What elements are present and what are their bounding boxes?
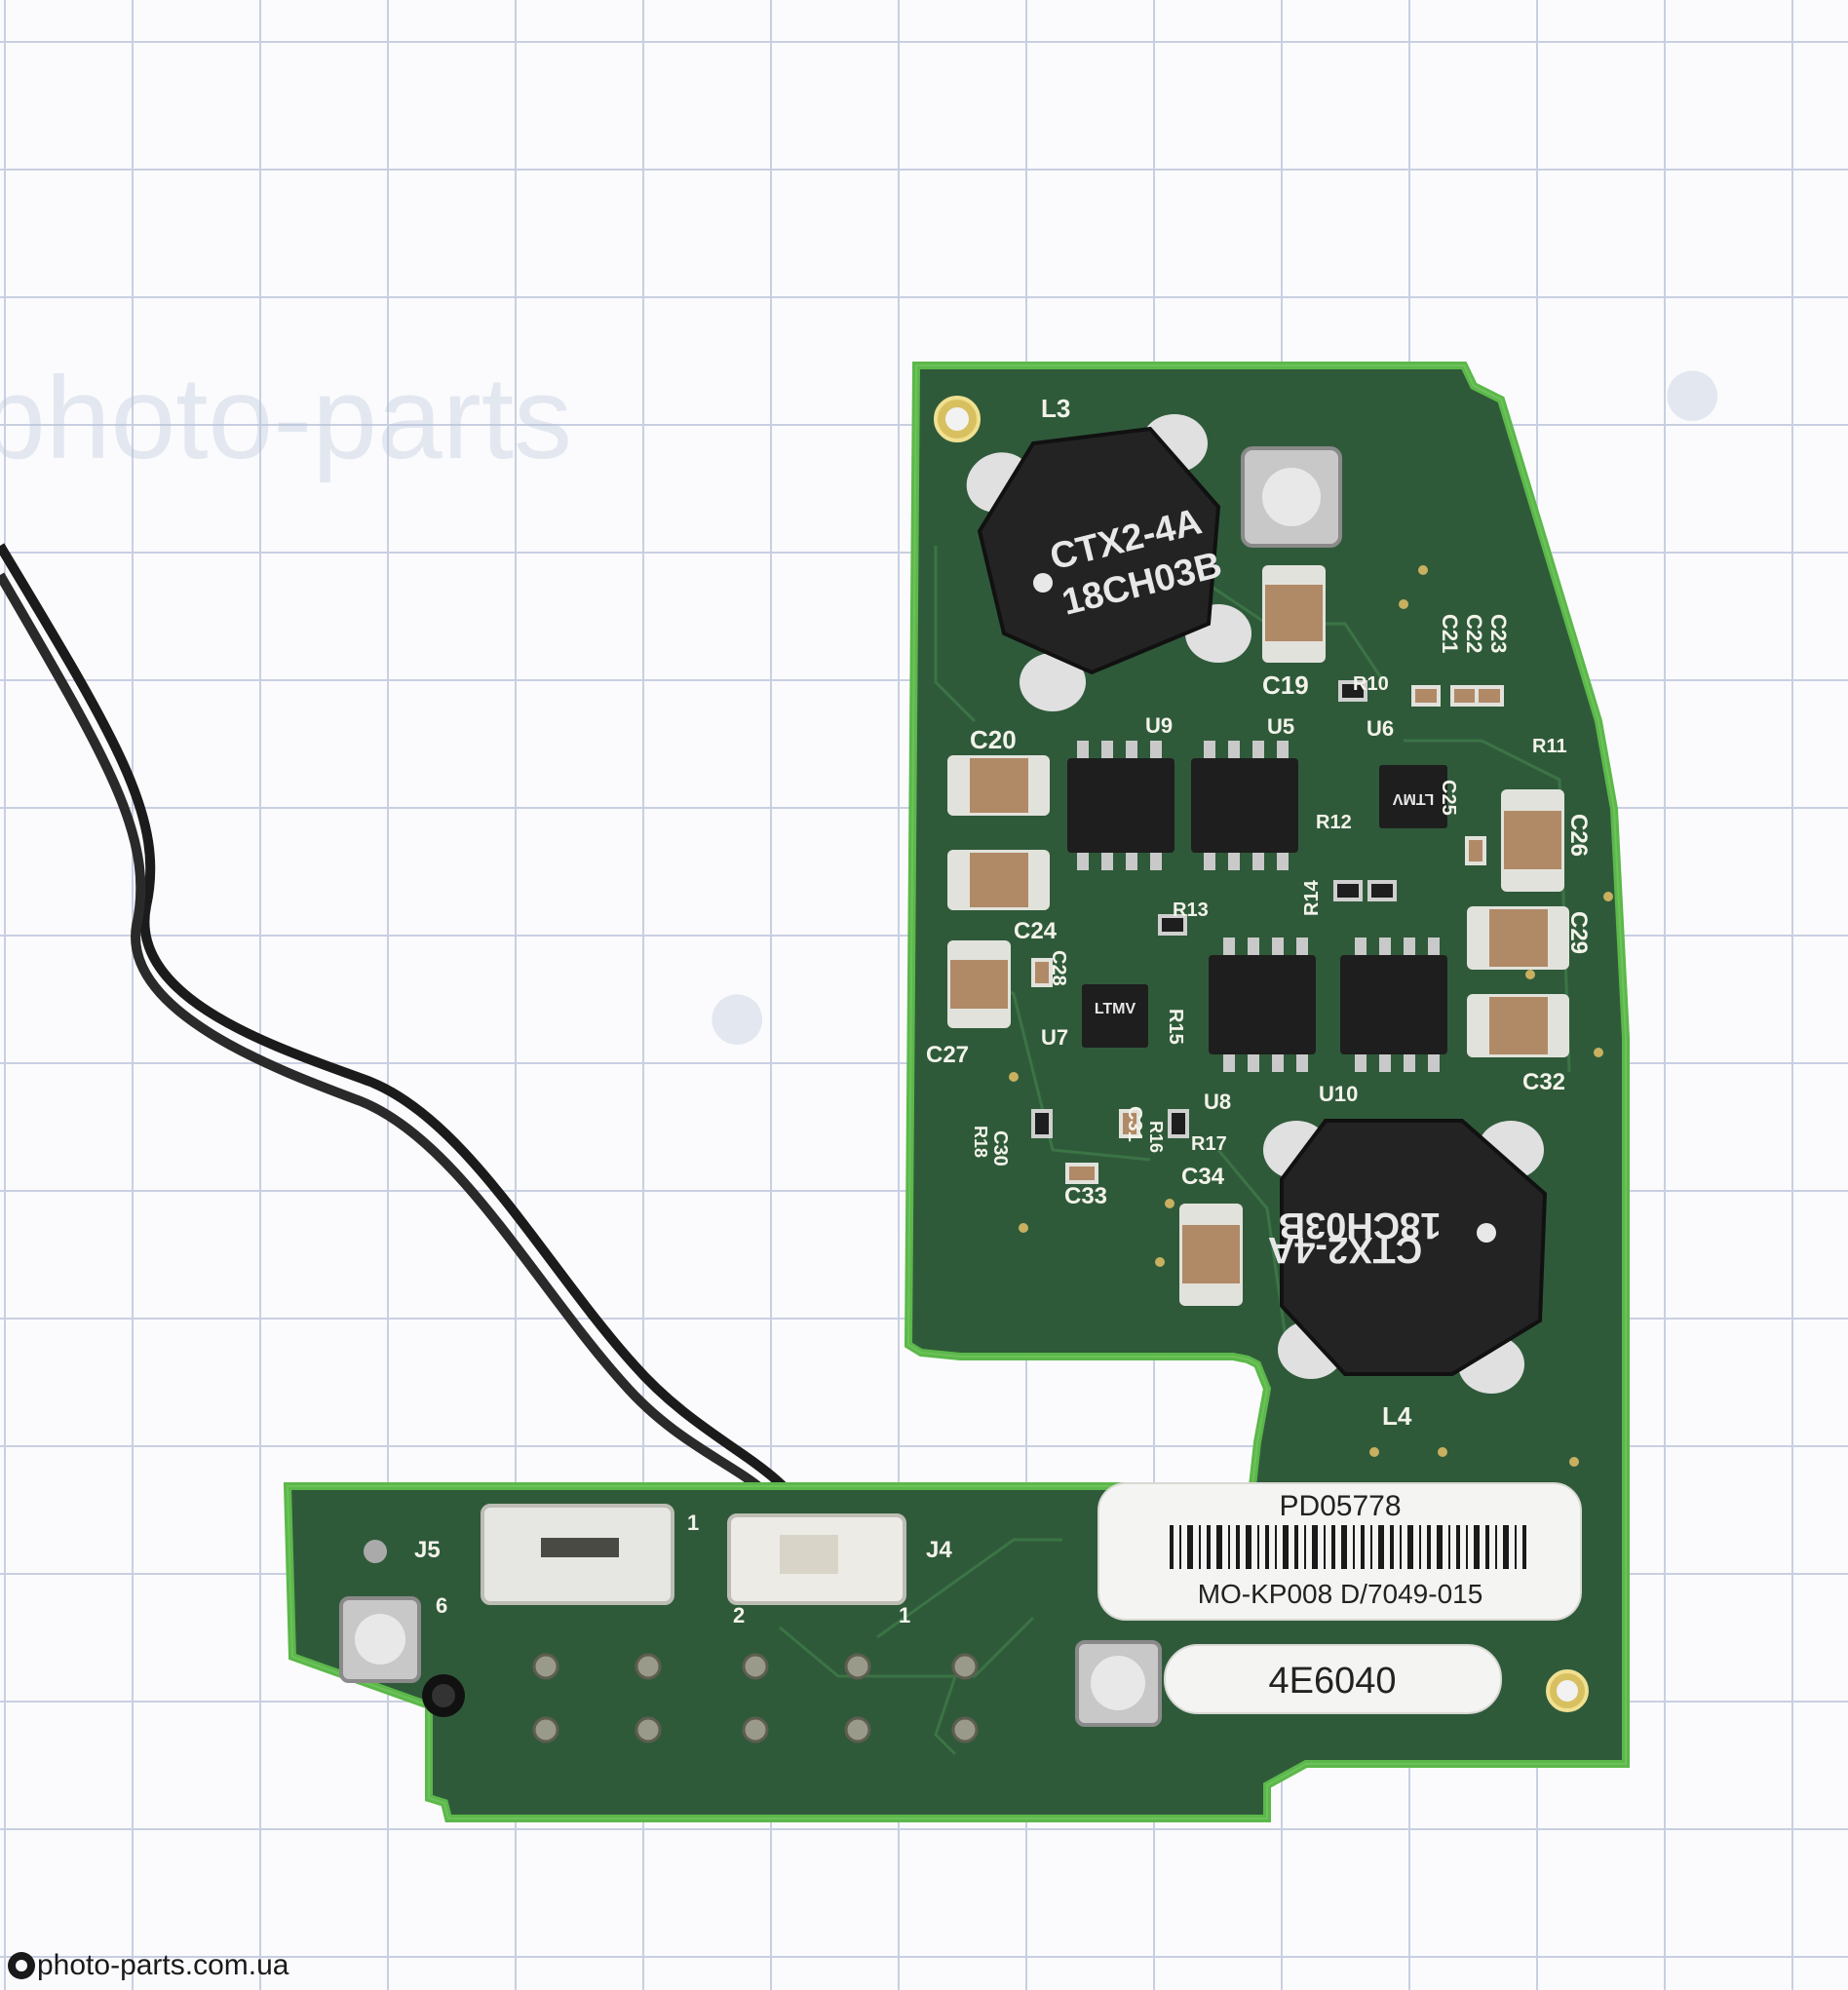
- ref-r13: R13: [1173, 899, 1209, 921]
- ref-c31: C31: [1124, 1106, 1145, 1142]
- ref-r11: R11: [1532, 736, 1567, 757]
- ref-j5: J5: [414, 1537, 441, 1563]
- site-logo-icon: [8, 1952, 35, 1979]
- ref-c24: C24: [1014, 918, 1058, 944]
- ref-c21: C21: [1438, 614, 1462, 653]
- ref-c22: C22: [1462, 614, 1486, 653]
- ic-u10: [1340, 955, 1447, 1054]
- watermark-text: photo-parts: [0, 353, 573, 483]
- ref-r10: R10: [1353, 673, 1389, 695]
- ic-u7-marking: LTMV: [1095, 1001, 1136, 1017]
- ref-j5-pin6: 6: [436, 1593, 447, 1618]
- ref-u8: U8: [1204, 1090, 1231, 1114]
- ref-c32: C32: [1522, 1069, 1565, 1095]
- ref-c30: C30: [989, 1130, 1011, 1167]
- serial-number: 4E6040: [1268, 1661, 1396, 1702]
- ref-j4-pin2: 2: [733, 1603, 745, 1627]
- ref-c25: C25: [1438, 780, 1459, 816]
- ic-u7: [1082, 984, 1148, 1048]
- ref-u7: U7: [1041, 1025, 1068, 1050]
- ref-c29: C29: [1565, 911, 1592, 954]
- ref-r14: R14: [1301, 879, 1323, 916]
- ref-r16: R16: [1146, 1121, 1166, 1153]
- pcb-board: [283, 362, 1630, 1822]
- silkscreen-labels: L3 L4 C19 C20 C21 C22 C23 C24 C25 C26 C2…: [414, 394, 1592, 1627]
- inductor-l4-text-2: 18CH03B: [1279, 1205, 1442, 1245]
- ref-c28: C28: [1048, 950, 1069, 986]
- ic-u6: [1379, 765, 1447, 828]
- inductor-l3: CTX2-4A 18CH03B: [966, 414, 1251, 711]
- ref-c19: C19: [1262, 670, 1309, 700]
- watermark-logo-center: ●: [702, 947, 773, 1078]
- inductor-l4-text-1: CTX2-4A: [1268, 1229, 1422, 1270]
- ref-j4: J4: [926, 1537, 952, 1563]
- ref-c23: C23: [1486, 614, 1511, 653]
- ref-l3: L3: [1041, 394, 1070, 423]
- ic-u9: [1067, 758, 1174, 853]
- ref-c34: C34: [1181, 1164, 1225, 1190]
- inductor-l4: CTX2-4A 18CH03B: [1263, 1119, 1548, 1394]
- ref-u5: U5: [1267, 714, 1294, 739]
- ref-c27: C27: [926, 1042, 969, 1068]
- ref-c33: C33: [1064, 1183, 1107, 1209]
- ref-r17: R17: [1191, 1133, 1227, 1155]
- ref-r12: R12: [1316, 812, 1352, 833]
- barcode: [1170, 1525, 1526, 1569]
- capacitors: [947, 565, 1569, 1306]
- ref-u6: U6: [1367, 716, 1394, 741]
- ref-l4: L4: [1382, 1401, 1412, 1431]
- barcode-label: PD05778 MO-KP008 D/7049-015: [1097, 1482, 1582, 1621]
- part-number: PD05778: [1279, 1490, 1401, 1522]
- site-url: photo-parts.com.ua: [37, 1949, 289, 1981]
- connector-j4: [727, 1513, 906, 1605]
- watermark-logo-right: ●: [1657, 324, 1728, 454]
- ref-j4-pin1: 1: [899, 1603, 910, 1627]
- ref-j5-pin1: 1: [687, 1511, 699, 1535]
- ref-c26: C26: [1565, 814, 1592, 857]
- ref-u9: U9: [1145, 713, 1173, 738]
- ref-c20: C20: [970, 725, 1017, 754]
- model-number: MO-KP008 D/7049-015: [1198, 1579, 1483, 1609]
- ref-r18: R18: [971, 1126, 990, 1158]
- ic-u6-marking: LTMV: [1392, 790, 1434, 807]
- ref-r15: R15: [1165, 1009, 1186, 1045]
- serial-label: 4E6040: [1164, 1644, 1502, 1714]
- connector-j5: [481, 1504, 674, 1605]
- ic-u8: [1209, 955, 1316, 1054]
- ic-packages: LTMV LTMV: [1067, 741, 1447, 1072]
- site-watermark: photo-parts.com.ua: [8, 1949, 289, 1982]
- ic-u5: [1191, 758, 1298, 853]
- ref-u10: U10: [1319, 1082, 1358, 1106]
- black-wire-pair: [0, 543, 828, 1557]
